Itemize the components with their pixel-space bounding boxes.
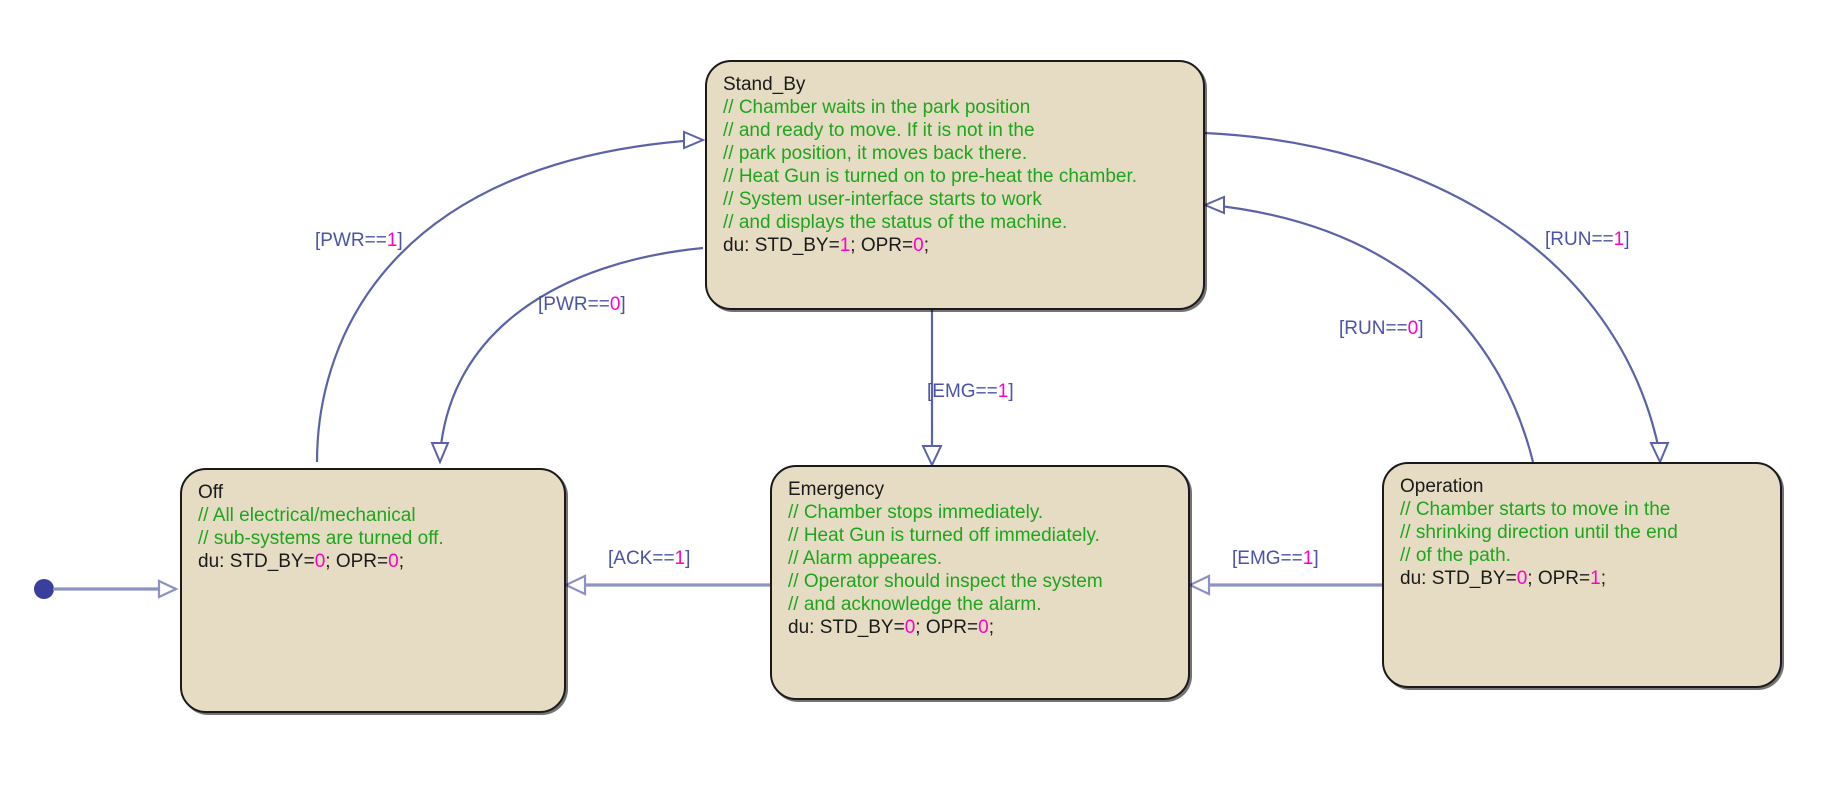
- transition-operation-to-standby-line: [1210, 203, 1535, 463]
- state-emergency-action-prefix: du: STD_BY=: [788, 617, 905, 638]
- state-operation-comment-1: // shrinking direction until the end: [1400, 522, 1678, 543]
- state-operation-action-mid: ; OPR=: [1527, 568, 1591, 589]
- state-operation-action-suffix: ;: [1600, 568, 1606, 589]
- state-emergency-comment-2: // Alarm appeares.: [788, 548, 943, 569]
- transition-label-run-off[interactable]: [RUN==0]: [1339, 318, 1424, 340]
- state-stand-by-comment-3: // Heat Gun is turned on to pre-heat the…: [723, 166, 1138, 187]
- state-off-comment-0: // All electrical/mechanical: [198, 505, 416, 526]
- transition-label-run-off-close: ]: [1418, 318, 1424, 339]
- default-transition[interactable]: [34, 579, 179, 599]
- transition-label-run-off-open: [RUN==: [1339, 318, 1408, 339]
- state-operation-action-prefix: du: STD_BY=: [1400, 568, 1517, 589]
- transition-label-emg-operation-close: ]: [1313, 548, 1319, 569]
- transition-emergency-to-off[interactable]: [563, 574, 772, 596]
- transition-label-pwr-on-value: 1: [386, 230, 398, 251]
- transition-operation-to-emergency-arrowhead: [1187, 574, 1211, 596]
- state-stand-by-comment-4: // System user-interface starts to work: [723, 189, 1042, 210]
- transition-standby-to-operation-line: [1204, 131, 1662, 456]
- state-stand-by-action-value-1: 1: [839, 235, 851, 256]
- state-operation-action-value-1: 0: [1516, 568, 1528, 589]
- state-off[interactable]: Off // All electrical/mechanical // sub-…: [180, 468, 566, 713]
- transition-label-ack-value: 1: [674, 548, 686, 569]
- state-off-action-mid: ; OPR=: [325, 551, 389, 572]
- state-off-name: Off: [198, 482, 223, 503]
- transition-standby-to-emergency-arrowhead: [921, 445, 943, 468]
- transition-label-pwr-off[interactable]: [PWR==0]: [538, 294, 626, 316]
- state-emergency-action-suffix: ;: [988, 617, 994, 638]
- transition-label-emg-operation[interactable]: [EMG==1]: [1232, 548, 1319, 570]
- transition-label-ack-open: [ACK==: [608, 548, 675, 569]
- transition-label-emg-standby-open: [EMG==: [927, 381, 998, 402]
- transition-operation-to-standby[interactable]: [1202, 195, 1535, 463]
- transition-label-emg-standby[interactable]: [EMG==1]: [927, 381, 1014, 403]
- transition-label-pwr-off-value: 0: [609, 294, 621, 315]
- transition-off-to-standby-arrowhead: [683, 130, 706, 150]
- transition-off-to-standby-line: [315, 138, 698, 463]
- state-off-action-suffix: ;: [398, 551, 404, 572]
- state-off-action: du: STD_BY=0; OPR=0;: [198, 550, 550, 573]
- state-emergency-comment-1: // Heat Gun is turned off immediately.: [788, 525, 1100, 546]
- transition-standby-to-emergency[interactable]: [921, 310, 943, 468]
- transition-label-pwr-off-close: ]: [620, 294, 626, 315]
- state-operation[interactable]: Operation // Chamber starts to move in t…: [1382, 462, 1782, 688]
- state-operation-comment-2: // of the path.: [1400, 545, 1511, 566]
- default-transition-dot: [34, 579, 54, 599]
- transition-label-emg-operation-value: 1: [1302, 548, 1314, 569]
- transition-label-run-on[interactable]: [RUN==1]: [1545, 229, 1630, 251]
- transition-label-pwr-on[interactable]: [PWR==1]: [315, 230, 403, 252]
- state-stand-by-action-value-2: 0: [913, 235, 924, 256]
- transition-label-ack-close: ]: [685, 548, 691, 569]
- state-operation-comment-0: // Chamber starts to move in the: [1400, 499, 1671, 520]
- state-stand-by-comment-2: // park position, it moves back there.: [723, 143, 1028, 164]
- transition-standby-to-off[interactable]: [430, 246, 704, 465]
- transition-standby-to-off-arrowhead: [430, 442, 450, 465]
- state-emergency-name: Emergency: [788, 479, 885, 500]
- transition-label-pwr-on-close: ]: [397, 230, 403, 251]
- state-stand-by[interactable]: Stand_By // Chamber waits in the park po…: [705, 60, 1205, 310]
- transition-label-run-on-open: [RUN==: [1545, 229, 1614, 250]
- state-off-action-prefix: du: STD_BY=: [198, 551, 315, 572]
- state-off-action-value-1: 0: [314, 551, 326, 572]
- transition-label-run-on-close: ]: [1624, 229, 1630, 250]
- transition-label-pwr-on-open: [PWR==: [315, 230, 387, 251]
- state-emergency-action-value-1: 0: [904, 617, 916, 638]
- state-emergency-action-value-2: 0: [978, 617, 989, 638]
- transition-label-emg-operation-open: [EMG==: [1232, 548, 1303, 569]
- transition-standby-to-operation-arrowhead: [1649, 442, 1670, 465]
- transition-emergency-to-off-arrowhead: [563, 574, 587, 596]
- state-operation-action: du: STD_BY=0; OPR=1;: [1400, 567, 1766, 590]
- state-emergency[interactable]: Emergency // Chamber stops immediately. …: [770, 465, 1190, 700]
- state-emergency-action: du: STD_BY=0; OPR=0;: [788, 616, 1174, 639]
- state-stand-by-comment-0: // Chamber waits in the park position: [723, 97, 1031, 118]
- state-emergency-comment-0: // Chamber stops immediately.: [788, 502, 1044, 523]
- state-off-action-value-2: 0: [388, 551, 399, 572]
- state-stand-by-comment-1: // and ready to move. If it is not in th…: [723, 120, 1035, 141]
- transition-label-pwr-off-open: [PWR==: [538, 294, 610, 315]
- state-off-comment-1: // sub-systems are turned off.: [198, 528, 444, 549]
- state-operation-name: Operation: [1400, 476, 1484, 497]
- transition-label-run-on-value: 1: [1613, 229, 1625, 250]
- state-stand-by-comment-5: // and displays the status of the machin…: [723, 212, 1068, 233]
- transition-standby-to-operation[interactable]: [1204, 131, 1670, 465]
- state-stand-by-action-prefix: du: STD_BY=: [723, 235, 840, 256]
- transition-standby-to-off-line: [438, 246, 704, 456]
- default-transition-arrowhead: [157, 579, 179, 599]
- transition-off-to-standby[interactable]: [315, 130, 706, 463]
- state-emergency-comment-4: // and acknowledge the alarm.: [788, 594, 1042, 615]
- transition-label-emg-standby-close: ]: [1008, 381, 1014, 402]
- transition-label-emg-standby-value: 1: [997, 381, 1009, 402]
- state-operation-action-value-2: 1: [1590, 568, 1601, 589]
- transition-label-ack[interactable]: [ACK==1]: [608, 548, 690, 570]
- transition-label-run-off-value: 0: [1407, 318, 1419, 339]
- transition-operation-to-emergency[interactable]: [1187, 574, 1382, 596]
- state-stand-by-action: du: STD_BY=1; OPR=0;: [723, 234, 1189, 257]
- state-emergency-action-mid: ; OPR=: [915, 617, 979, 638]
- transition-operation-to-standby-arrowhead: [1202, 195, 1225, 215]
- state-stand-by-action-mid: ; OPR=: [850, 235, 914, 256]
- state-stand-by-action-suffix: ;: [923, 235, 929, 256]
- state-emergency-comment-3: // Operator should inspect the system: [788, 571, 1103, 592]
- state-stand-by-name: Stand_By: [723, 74, 806, 95]
